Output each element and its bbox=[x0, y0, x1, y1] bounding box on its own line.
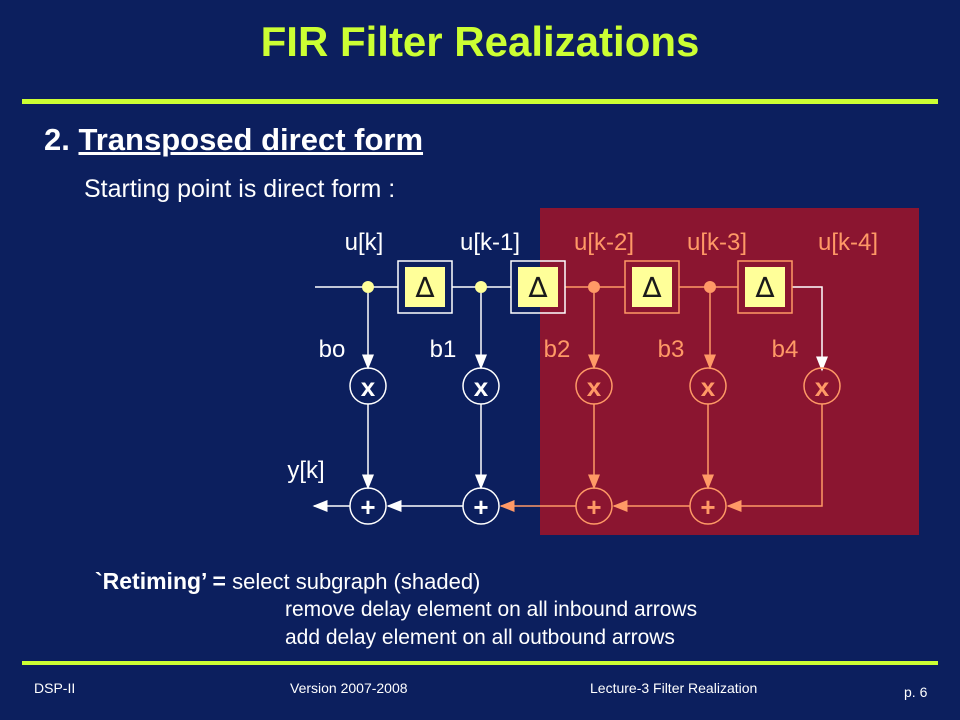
adder-symbol: + bbox=[586, 492, 601, 522]
slide-title: FIR Filter Realizations bbox=[260, 18, 700, 65]
delay-symbol: ∆ bbox=[415, 271, 435, 304]
adder-2: + bbox=[575, 487, 613, 525]
retiming-line-0: select subgraph (shaded) bbox=[232, 569, 481, 594]
section-number: 2. bbox=[44, 122, 70, 157]
adder-symbol: + bbox=[360, 492, 375, 522]
adder-3: + bbox=[689, 487, 727, 525]
tap-node-3 bbox=[704, 281, 716, 293]
signal-label-1: u[k-1] bbox=[460, 229, 520, 256]
coef-label-0: bo bbox=[319, 336, 346, 363]
signal-label-2: u[k-2] bbox=[574, 229, 634, 256]
mult4-to-add3-line bbox=[726, 404, 823, 512]
adder-symbol: + bbox=[700, 492, 715, 522]
multiplier-1: x bbox=[462, 367, 500, 405]
footer-page-number: p. 6 bbox=[904, 684, 928, 700]
line-d4-mult4 bbox=[792, 286, 828, 372]
section-heading: 2. Transposed direct form bbox=[44, 122, 423, 158]
delay-symbol: ∆ bbox=[642, 271, 662, 304]
footer-course: DSP-II bbox=[34, 680, 76, 696]
signal-label-4: u[k-4] bbox=[818, 229, 878, 256]
retiming-line-2: add delay element on all outbound arrows bbox=[285, 626, 675, 649]
coef-label-1: b1 bbox=[430, 336, 457, 363]
retiming-definition: `Retiming’ = select subgraph (shaded) bbox=[95, 566, 480, 597]
adder-symbol: + bbox=[473, 492, 488, 522]
multiplier-symbol: x bbox=[815, 372, 830, 402]
retiming-term: `Retiming’ = bbox=[95, 568, 226, 594]
coef-label-4: b4 bbox=[772, 336, 799, 363]
retiming-line-1: remove delay element on all inbound arro… bbox=[285, 598, 698, 621]
tap-node-2 bbox=[588, 281, 600, 293]
signal-label-3: u[k-3] bbox=[687, 229, 747, 256]
adder-1: + bbox=[462, 487, 500, 525]
section-title: Transposed direct form bbox=[78, 122, 424, 157]
delay-2: ∆ bbox=[510, 260, 566, 314]
delay-4: ∆ bbox=[737, 260, 793, 314]
multiplier-symbol: x bbox=[361, 372, 376, 402]
delay-1: ∆ bbox=[397, 260, 453, 314]
tap-node-1 bbox=[475, 281, 487, 293]
delay-3: ∆ bbox=[624, 260, 680, 314]
footer-lecture: Lecture-3 Filter Realization bbox=[590, 680, 758, 696]
coef-label-3: b3 bbox=[658, 336, 685, 363]
output-label: y[k] bbox=[287, 457, 324, 484]
multiplier-0: x bbox=[349, 367, 387, 405]
tap-node-0 bbox=[362, 281, 374, 293]
adder-0: + bbox=[349, 487, 387, 525]
footer-version: Version 2007-2008 bbox=[290, 680, 408, 696]
shaded-subgraph bbox=[540, 208, 919, 535]
signal-label-0: u[k] bbox=[345, 229, 384, 256]
delay-symbol: ∆ bbox=[528, 271, 548, 304]
coef-label-2: b2 bbox=[544, 336, 571, 363]
title-divider bbox=[22, 99, 938, 104]
delay-symbol: ∆ bbox=[755, 271, 775, 304]
multiplier-symbol: x bbox=[587, 372, 602, 402]
intro-text: Starting point is direct form : bbox=[84, 175, 396, 203]
multiplier-symbol: x bbox=[474, 372, 489, 402]
multiplier-symbol: x bbox=[701, 372, 716, 402]
footer-divider bbox=[22, 661, 938, 665]
